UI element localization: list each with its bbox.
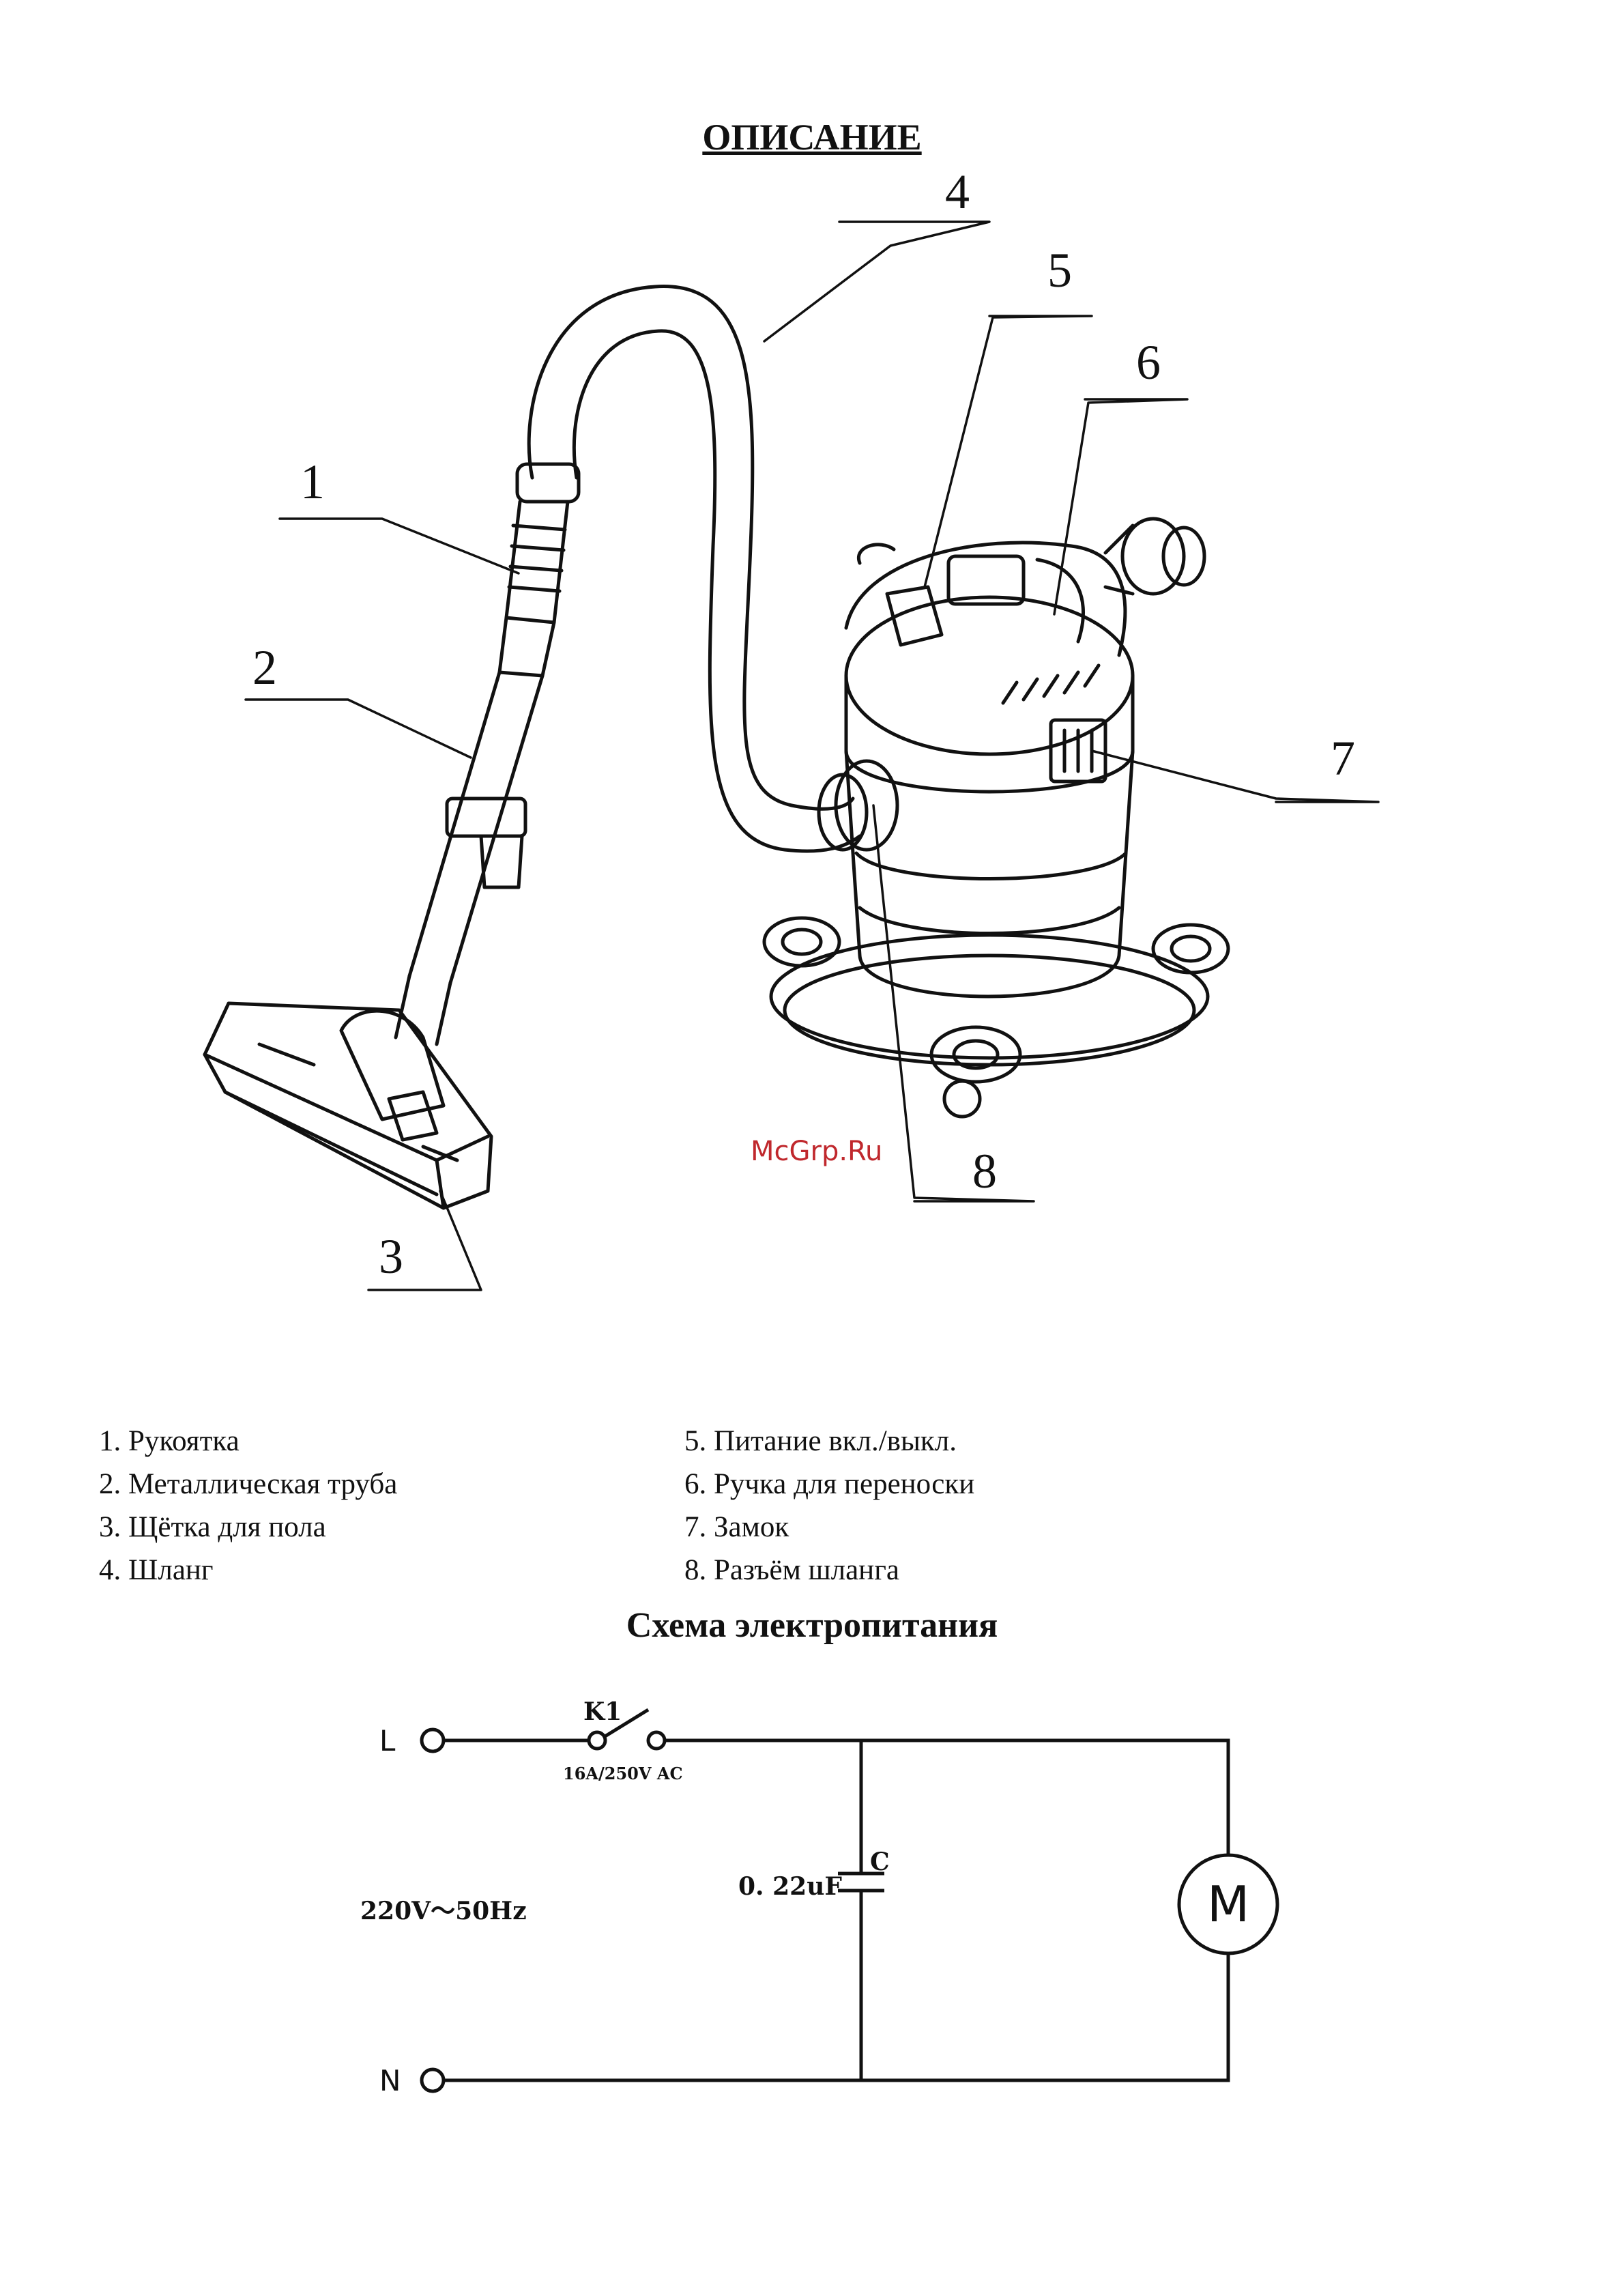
callout-8: 8 — [972, 1144, 997, 1199]
supply-label: 220V～50Hz — [360, 1897, 527, 1925]
switch-rating: 16A/250V AC — [563, 1764, 683, 1783]
legend-left: 1. Рукоятка 2. Металлическая труба 3. Щё… — [99, 1420, 397, 1592]
capacitor-label: C — [870, 1848, 890, 1876]
terminal-l-node — [422, 1730, 444, 1751]
callout-7: 7 — [1331, 731, 1355, 786]
metal-tube — [396, 672, 542, 1044]
terminal-n-node — [422, 2069, 444, 2091]
terminal-l-label: L — [379, 1724, 396, 1757]
callout-2: 2 — [252, 640, 277, 695]
capacitor-value: 0. 22uF — [738, 1872, 842, 1901]
switch-contact-right — [648, 1732, 665, 1749]
motor-head — [846, 519, 1204, 703]
tank-body — [771, 597, 1208, 1065]
motor-label: M — [1207, 1876, 1249, 1933]
floor-brush — [205, 1003, 491, 1208]
hose — [529, 287, 860, 852]
legend-item: 8. Разъём шланга — [684, 1549, 974, 1592]
switch-contact-left — [589, 1732, 605, 1749]
legend-item: 4. Шланг — [99, 1549, 397, 1592]
watermark: McGrp.Ru — [751, 1136, 882, 1167]
callout-4: 4 — [945, 164, 970, 219]
legend-item: 5. Питание вкл./выкл. — [684, 1420, 974, 1463]
switch-label: K1 — [583, 1697, 622, 1726]
legend-item: 1. Рукоятка — [99, 1420, 397, 1463]
legend-item: 2. Металлическая труба — [99, 1463, 397, 1506]
callout-5: 5 — [1047, 243, 1072, 298]
legend-right: 5. Питание вкл./выкл. 6. Ручка для перен… — [684, 1420, 974, 1592]
callout-3: 3 — [379, 1229, 403, 1284]
terminal-n-label: N — [379, 2064, 401, 2097]
legend-item: 3. Щётка для пола — [99, 1506, 397, 1549]
switch-k1 — [604, 1710, 648, 1737]
schema-title: Схема электропитания — [0, 1605, 1624, 1646]
vacuum-cleaner-illustration: 1 2 3 4 5 6 7 8 McGrp.Ru — [0, 0, 1624, 1365]
legend-item: 7. Замок — [684, 1506, 974, 1549]
callout-6: 6 — [1136, 335, 1161, 390]
callout-leaders — [246, 222, 1378, 1290]
wheels — [764, 918, 1228, 1117]
callout-1: 1 — [300, 455, 325, 509]
legend-item: 6. Ручка для переноски — [684, 1463, 974, 1506]
capacitor-c — [838, 1740, 884, 2080]
motor-m — [1179, 1855, 1277, 1953]
